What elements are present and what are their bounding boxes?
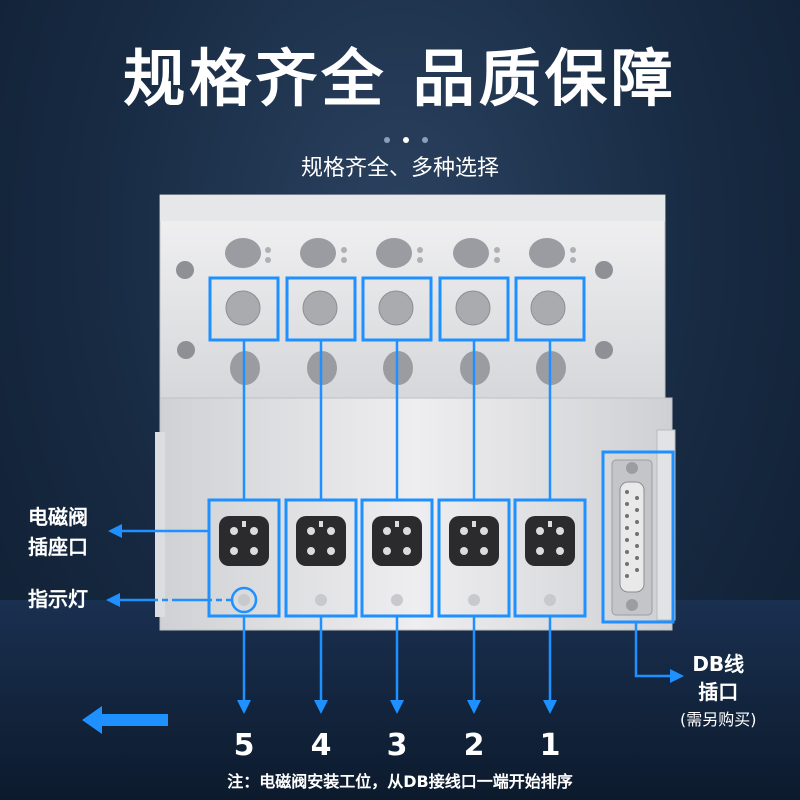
- indicator-label-arrow: [106, 593, 120, 607]
- mounting-holes: [176, 261, 613, 359]
- manifold-top-edge: [160, 195, 665, 221]
- db-label-line2: 插口: [698, 680, 739, 704]
- connector-lines: [242, 340, 552, 500]
- station-number: 1: [539, 728, 561, 763]
- subtitle: 规格齐全、多种选择: [300, 156, 499, 181]
- db-leader-line: [634, 622, 672, 678]
- db-leader-arrow: [670, 669, 684, 683]
- manifold-left-bracket: [155, 432, 165, 617]
- socket-label-line2: 插座口: [28, 535, 88, 559]
- indicator-leds: [238, 594, 556, 606]
- db-port-label: DB线 插口 (需另购买): [680, 650, 757, 734]
- station-number: 4: [310, 728, 332, 763]
- top-row-holes: [225, 238, 565, 268]
- db-connector: [611, 459, 653, 616]
- top-row-screws: [265, 247, 576, 263]
- station-number: 2: [463, 728, 485, 763]
- station-arrow-heads: [237, 700, 557, 714]
- socket-label: 电磁阀 插座口: [28, 502, 88, 562]
- socket-label-line1: 电磁阀: [28, 505, 88, 529]
- manifold-right-bracket: [656, 429, 676, 621]
- carousel-dots: [380, 128, 432, 147]
- headline: 规格齐全 品质保障: [123, 42, 677, 115]
- db-frame: [601, 450, 675, 624]
- station-arrows-lines: [242, 616, 552, 702]
- carousel-dot-active[interactable]: [403, 137, 410, 143]
- db-label-note: (需另购买): [680, 710, 757, 729]
- order-direction-arrow: [82, 706, 168, 734]
- footnote: 注：电磁阀安装工位，从DB接线口一端开始排序: [227, 772, 573, 791]
- manifold-body: [159, 397, 673, 631]
- port-holes: [225, 290, 566, 326]
- carousel-dot[interactable]: [384, 137, 390, 143]
- db-label-line1: DB线: [692, 652, 745, 676]
- station-number: 3: [386, 728, 408, 763]
- solenoid-sockets: [219, 516, 575, 566]
- indicator-label: 指示灯: [28, 587, 88, 611]
- station-number: 5: [233, 728, 255, 763]
- socket-label-arrow: [108, 524, 122, 538]
- carousel-dot[interactable]: [422, 137, 429, 143]
